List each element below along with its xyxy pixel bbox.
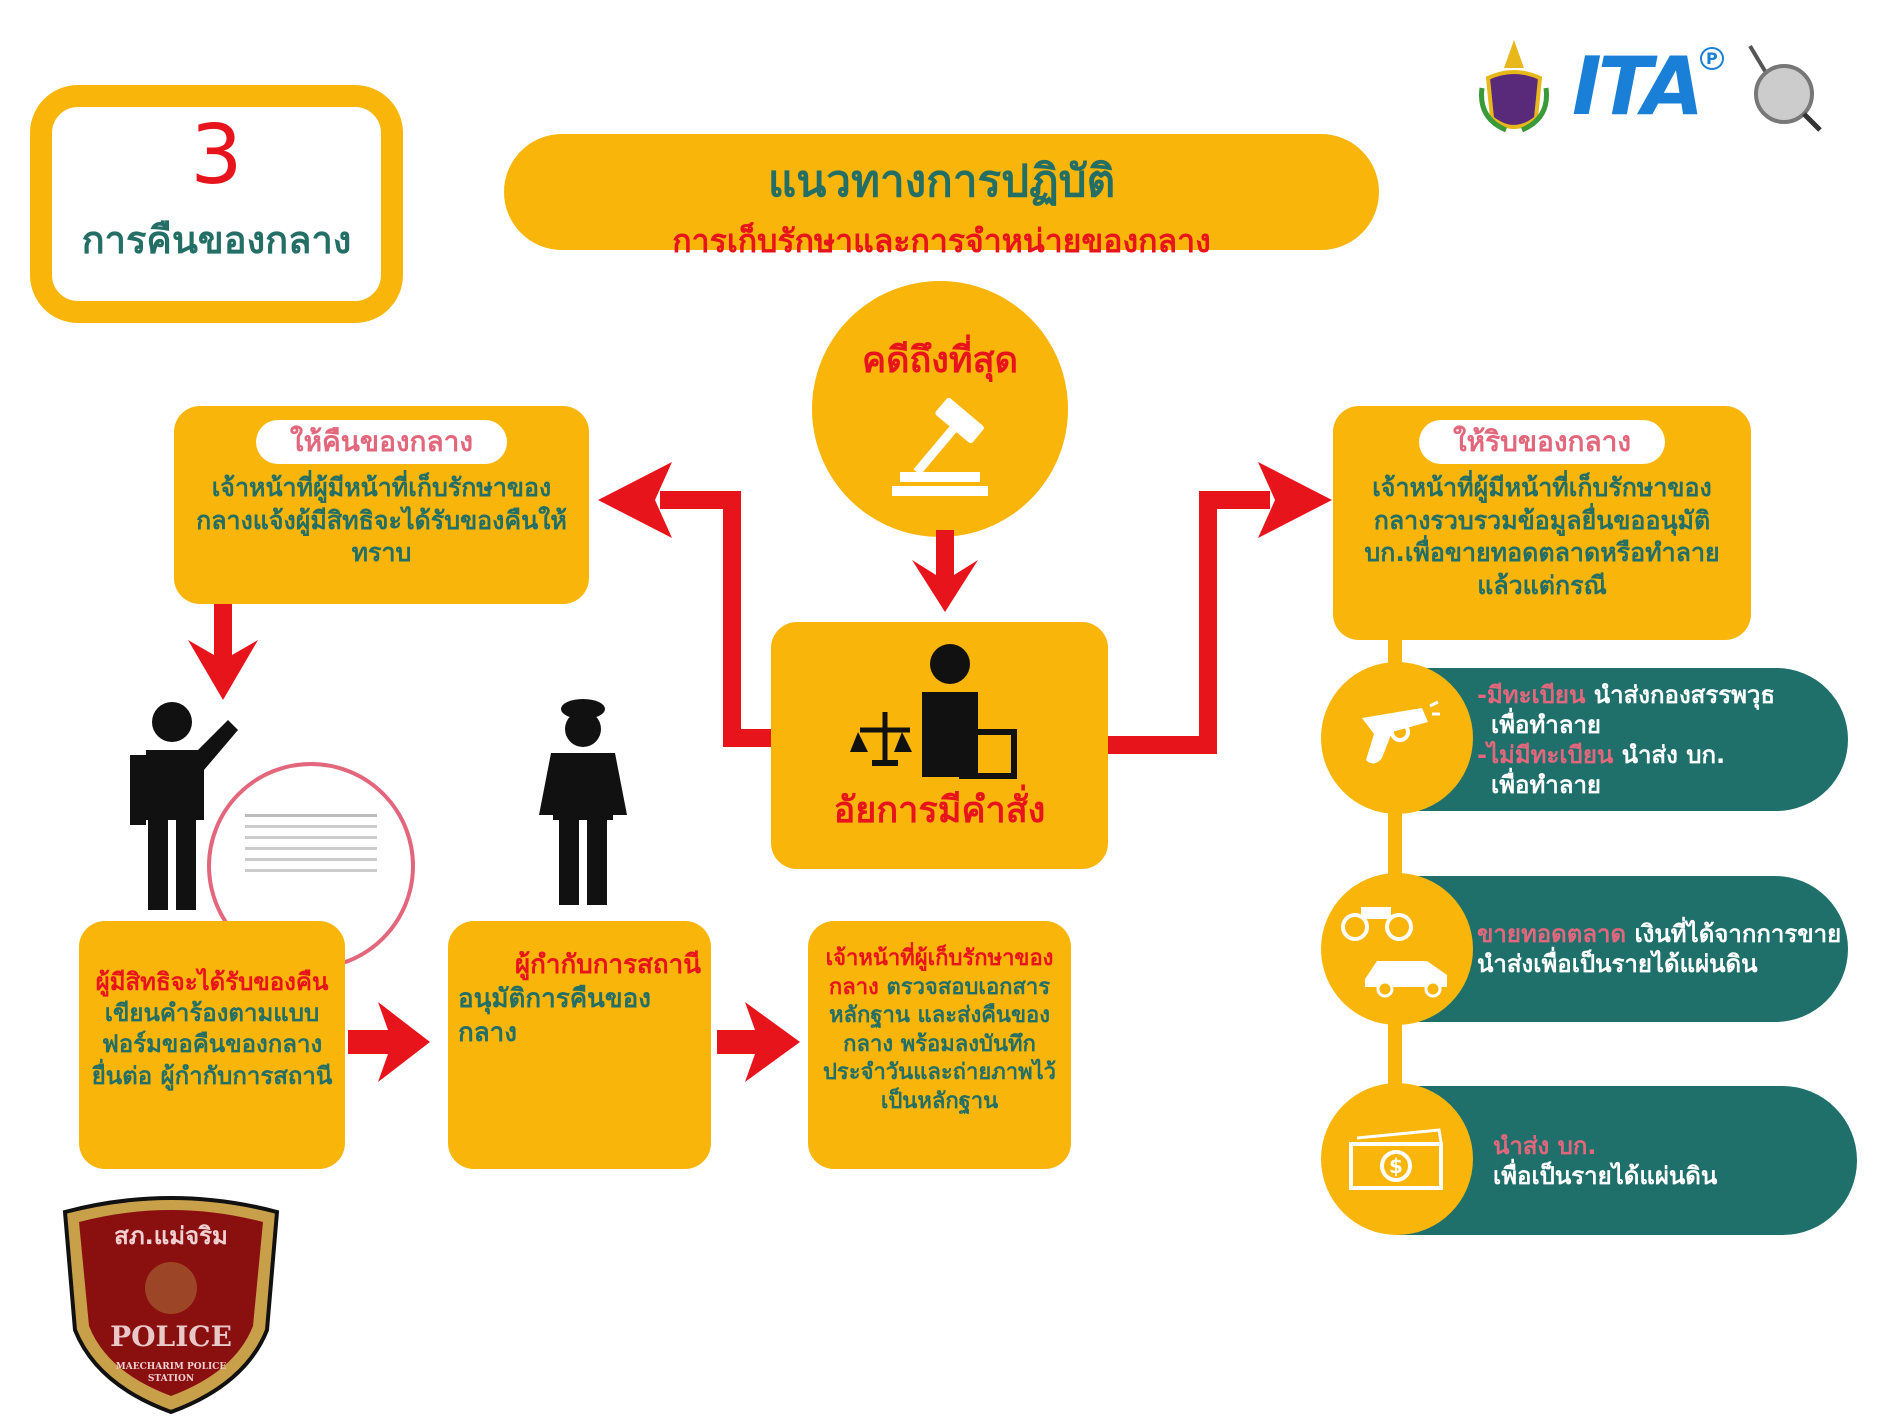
- police-station-badge: สภ.แม่จริม POLICE MAECHARIM POLICE STATI…: [55, 1190, 287, 1415]
- step-label: การคืนของกลาง: [81, 218, 352, 262]
- ita-mark: P: [1700, 47, 1724, 70]
- step2-highlight: ผู้กำกับการสถานี: [514, 950, 701, 980]
- opt1-line2-text: เพื่อทำลาย: [1491, 710, 1601, 739]
- step-number: 3: [190, 108, 243, 203]
- header-subtitle: การเก็บรักษาและการจำหน่ายของกลาง: [672, 222, 1211, 260]
- connector-prosecutor-to-seize: [1108, 491, 1270, 754]
- svg-text:$: $: [1389, 1154, 1403, 1178]
- arrow-return-to-claimant: [188, 604, 258, 700]
- step-chief-approval: ผู้กำกับการสถานี อนุมัติการคืนของกลาง: [448, 921, 711, 1169]
- opt1-line1-text: นำส่งกองสรรพวุธ: [1585, 680, 1776, 709]
- opt1-line3-highlight: -ไม่มีทะเบียน: [1477, 740, 1614, 769]
- opt1-line1-highlight: -มีทะเบียน: [1477, 680, 1586, 709]
- police-officer-icon: [539, 699, 627, 905]
- arrow-final-to-prosecutor: [912, 530, 978, 612]
- opt1-line4-text: เพื่อทำลาย: [1491, 770, 1601, 799]
- step-claimant-request: ผู้มีสิทธิจะได้รับของคืน เขียนคำร้องตามแ…: [79, 921, 345, 1169]
- arrow-to-return: [598, 462, 672, 538]
- prosecutor-icon: [849, 644, 1017, 779]
- step-officer-return: เจ้าหน้าที่ผู้เก็บรักษาของกลาง ตรวจสอบเอ…: [808, 921, 1071, 1169]
- magnifier-seal-icon: [1748, 44, 1822, 132]
- return-tag: ให้คืนของกลาง: [255, 420, 508, 465]
- final-case-label: คดีถึงที่สุด: [862, 340, 1018, 381]
- prosecutor-box: อัยการมีคำสั่ง: [771, 622, 1108, 869]
- seize-text: เจ้าหน้าที่ผู้มีหน้าที่เก็บรักษาของกลางร…: [1364, 473, 1720, 600]
- vehicle-icon: [1341, 907, 1447, 998]
- step1-text: เขียนคำร้องตามแบบฟอร์มขอคืนของกลาง ยื่นต…: [91, 999, 333, 1090]
- opt2-highlight: ขายทอดตลาด: [1477, 920, 1627, 948]
- arrow-step1-to-step2: [348, 1002, 430, 1082]
- seize-option-money: นำส่ง บก. เพื่อเป็นรายได้แผ่นดิน: [1397, 1086, 1857, 1235]
- gun-icon-circle: [1321, 662, 1473, 814]
- badge-station-en: MAECHARIM POLICE STATION: [115, 1362, 227, 1384]
- seize-branch-box: ให้ริบของกลาง เจ้าหน้าที่ผู้มีหน้าที่เก็…: [1333, 406, 1751, 640]
- connector-prosecutor-to-return: [660, 491, 771, 747]
- step2-text: อนุมัติการคืนของกลาง: [458, 983, 651, 1048]
- logos: ITA P: [1476, 37, 1856, 137]
- header-title: แนวทางการปฏิบัติ: [767, 156, 1116, 207]
- police-emblem-icon: [1479, 40, 1549, 133]
- shield-icon: [62, 1196, 280, 1415]
- arrow-to-seize: [1258, 462, 1332, 538]
- gavel-icon: [892, 397, 988, 496]
- badge-station-th: สภ.แม่จริม: [114, 1222, 228, 1250]
- ita-text: ITA: [1572, 40, 1704, 133]
- vehicle-icon-circle: [1321, 873, 1473, 1025]
- step3-highlight: เจ้าหน้าที่ผู้เก็บรักษาของกลาง: [825, 946, 1054, 1000]
- gun-icon: [1362, 700, 1440, 764]
- ita-logo: ITA P: [1572, 47, 1724, 127]
- opt3-highlight: นำส่ง บก.: [1493, 1131, 1597, 1160]
- claimant-person-icon: [130, 702, 238, 910]
- opt1-line3-text: นำส่ง บก.: [1613, 740, 1726, 769]
- step-badge: 3 การคืนของกลาง: [30, 85, 403, 323]
- prosecutor-label: อัยการมีคำสั่ง: [833, 790, 1046, 831]
- final-case-circle: คดีถึงที่สุด: [812, 281, 1068, 537]
- return-branch-box: ให้คืนของกลาง เจ้าหน้าที่ผู้มีหน้าที่เก็…: [174, 406, 589, 604]
- badge-police: POLICE: [110, 1320, 232, 1353]
- return-text: เจ้าหน้าที่ผู้มีหน้าที่เก็บรักษาของกลางแ…: [196, 473, 567, 568]
- opt3-text: เพื่อเป็นรายได้แผ่นดิน: [1493, 1161, 1718, 1190]
- step3-text: ตรวจสอบเอกสารหลักฐาน และส่งคืนของกลาง พร…: [822, 974, 1057, 1114]
- arrow-step2-to-step3: [717, 1002, 800, 1082]
- step1-highlight: ผู้มีสิทธิจะได้รับของคืน: [95, 968, 329, 996]
- money-icon: $: [1349, 1128, 1443, 1190]
- opt2-text: เงินที่ได้จากการขาย นำส่งเพื่อเป็นรายได้…: [1477, 920, 1842, 978]
- header-banner: แนวทางการปฏิบัติ การเก็บรักษาและการจำหน่…: [504, 134, 1379, 260]
- money-icon-circle: $: [1321, 1083, 1473, 1235]
- seize-tag: ให้ริบของกลาง: [1418, 420, 1666, 465]
